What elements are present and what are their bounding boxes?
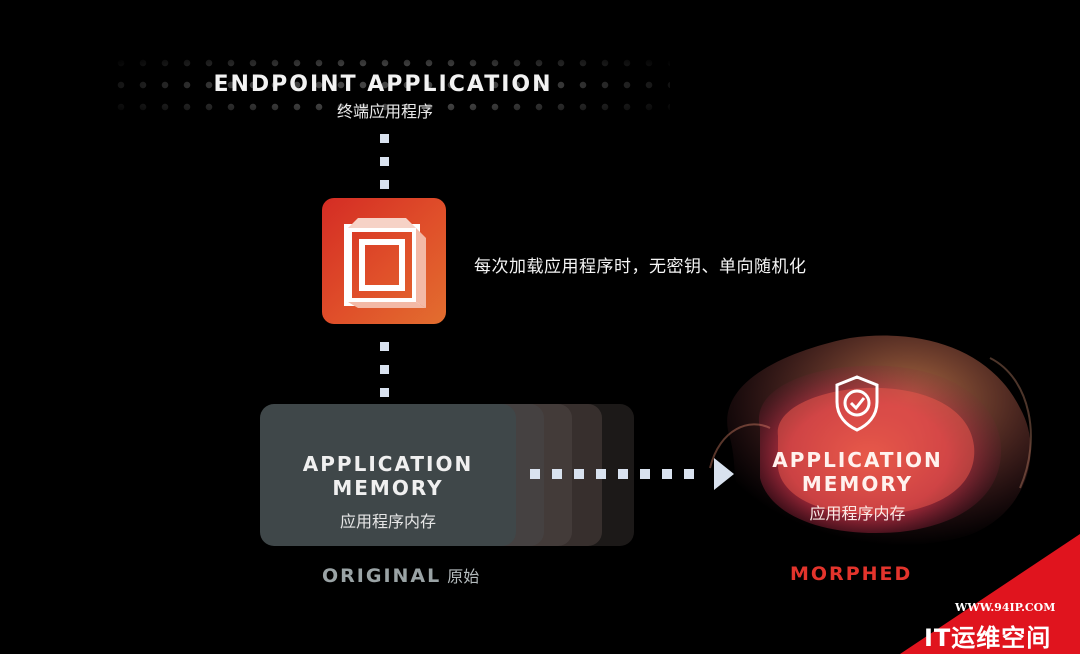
morphed-card-title-line2: MEMORY — [801, 472, 914, 496]
original-card-title-line2: MEMORY — [332, 476, 444, 500]
connector-endpoint-to-logo — [380, 134, 390, 203]
original-label: ORIGINAL 原始 — [322, 563, 522, 587]
endpoint-dot-grid — [110, 52, 670, 122]
shield-check-icon — [835, 375, 879, 432]
original-label-text: ORIGINAL — [322, 565, 442, 587]
arrow-right-icon — [714, 458, 734, 490]
watermark-corner — [900, 534, 1080, 654]
morphed-label: MORPHED — [790, 563, 913, 585]
randomization-caption: 每次加载应用程序时，无密钥、单向随机化 — [474, 257, 807, 277]
original-card-subtitle: 应用程序内存 — [339, 512, 436, 531]
logo-mark-icon — [344, 218, 426, 308]
connector-original-to-morphed — [530, 469, 706, 479]
morphed-card-subtitle: 应用程序内存 — [809, 504, 906, 523]
original-memory-card: APPLICATION MEMORY 应用程序内存 — [260, 404, 516, 546]
original-card-title-line1: APPLICATION — [302, 452, 474, 476]
endpoint-subtitle: 终端应用程序 — [336, 102, 433, 121]
connector-logo-to-memory — [380, 342, 390, 411]
original-label-cn: 原始 — [447, 567, 480, 586]
watermark-name: IT运维空间 — [924, 624, 1052, 652]
watermark-url: WWW.94IP.COM — [955, 601, 1056, 614]
morphed-card-title-line1: APPLICATION — [772, 448, 943, 472]
morphed-memory-cloud — [709, 335, 1032, 547]
morphisec-logo — [322, 198, 446, 324]
endpoint-title: ENDPOINT APPLICATION — [213, 72, 553, 97]
